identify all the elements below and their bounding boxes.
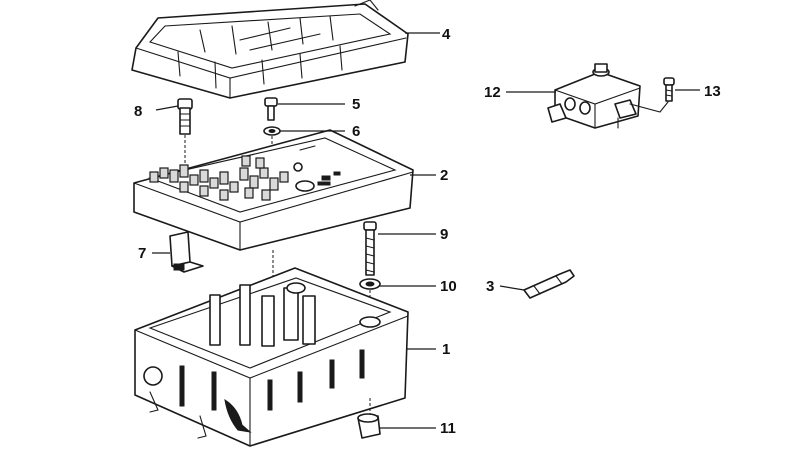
part-8-bolt[interactable] (177, 98, 193, 135)
part-4-transparent-cover[interactable] (131, 0, 409, 99)
callout-3: 3 (486, 278, 494, 295)
callout-8: 8 (134, 103, 142, 120)
part-3-fuse[interactable] (523, 269, 575, 299)
callout-1: 1 (442, 341, 450, 358)
part-11-nut[interactable] (357, 413, 381, 439)
callout-4: 4 (442, 26, 451, 43)
callout-11: 11 (440, 420, 456, 437)
callout-10: 10 (440, 278, 457, 295)
part-7-clip[interactable] (169, 231, 204, 273)
callout-7: 7 (138, 245, 146, 262)
part-13-small-screw[interactable] (663, 77, 675, 102)
callout-13: 13 (704, 83, 721, 100)
part-12-relay-box[interactable] (547, 63, 641, 129)
callout-9: 9 (440, 226, 448, 243)
callout-5: 5 (352, 96, 360, 113)
part-10-washer[interactable] (359, 278, 381, 290)
callout-6: 6 (352, 123, 360, 140)
part-5-screw[interactable] (264, 97, 278, 121)
fuse-terminals (149, 155, 289, 201)
part-1-fuse-box-lower-housing[interactable] (134, 267, 409, 447)
callout-12: 12 (484, 84, 501, 101)
part-2-fuse-box-upper[interactable] (133, 129, 414, 251)
callout-2: 2 (440, 167, 448, 184)
leader-lines (152, 32, 700, 429)
part-6-washer[interactable] (263, 126, 281, 136)
part-9-long-screw[interactable] (363, 221, 377, 276)
